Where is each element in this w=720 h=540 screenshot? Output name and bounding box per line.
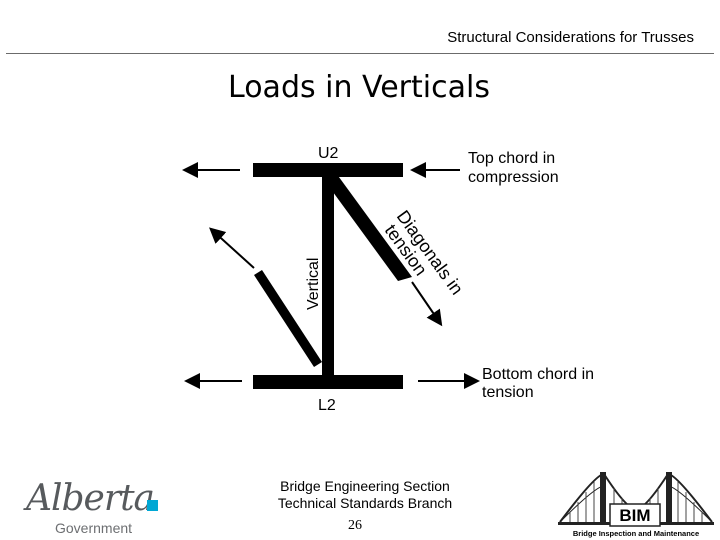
slide-title: Loads in Verticals: [228, 70, 490, 105]
slide-header: Structural Considerations for Trusses: [447, 29, 694, 46]
label-bottom-chord-line2: tension: [482, 384, 534, 401]
footer-line2: Technical Standards Branch: [277, 495, 453, 511]
label-top-chord-line2: compression: [468, 169, 559, 186]
vertical-force-bar: [254, 270, 322, 367]
truss-diagram: U2 L2 Top chord in compression Bottom ch…: [182, 145, 594, 414]
diagonal-member: [322, 173, 412, 281]
label-vertical: Vertical: [305, 258, 322, 310]
alberta-logo-word: Alberta: [26, 478, 155, 519]
label-u2: U2: [318, 145, 339, 162]
label-bottom-chord-line1: Bottom chord in: [482, 366, 594, 383]
vertical-member: [322, 170, 334, 382]
bim-logo-text: BIM: [619, 506, 650, 525]
label-top-chord-line1: Top chord in: [468, 150, 555, 167]
alberta-government-logo: Alberta Government: [20, 478, 170, 538]
footer-branch-info: Bridge Engineering Section Technical Sta…: [260, 478, 470, 512]
header-divider: [6, 53, 714, 54]
vertical-arrow: [209, 227, 255, 269]
bim-logo-caption: Bridge Inspection and Maintenance: [573, 529, 699, 538]
alberta-logo-government: Government: [55, 520, 133, 536]
bim-logo: BIM Bridge Inspection and Maintenance: [558, 472, 714, 538]
footer-line1: Bridge Engineering Section: [280, 478, 450, 494]
diagonal-arrow: [411, 281, 443, 327]
alberta-logo-square: [147, 500, 158, 511]
label-l2: L2: [318, 397, 336, 414]
page-number: 26: [348, 518, 362, 533]
